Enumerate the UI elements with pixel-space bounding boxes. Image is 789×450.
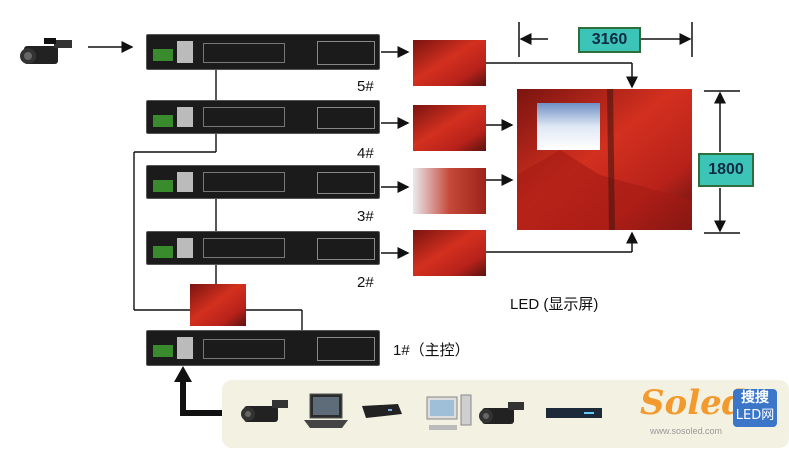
- watermark-badge: 搜搜 LED网: [733, 389, 777, 427]
- camcorder-icon: [20, 38, 72, 64]
- laptop-icon: [304, 393, 348, 428]
- device-label-1: 1#（主控）: [393, 342, 470, 359]
- pip-window: [537, 103, 600, 150]
- height-value: 1800: [698, 153, 754, 187]
- output-arrows: [381, 46, 410, 259]
- device-label-4: 4#: [357, 145, 374, 162]
- watermark-brand: Soled: [640, 383, 746, 423]
- camcorder-icon: [241, 400, 288, 422]
- device-label-5: 5#: [357, 78, 374, 95]
- height-dimension: [704, 90, 740, 234]
- camcorder-icon: [479, 402, 524, 424]
- processor-5: [146, 34, 380, 70]
- source-feed-arrow: [180, 380, 222, 416]
- tile-5: [413, 40, 486, 86]
- processor-3: [146, 165, 380, 199]
- cascade-lines: [133, 70, 303, 331]
- processor-1-master: [146, 330, 380, 366]
- watermark-brand-cn: 搜搜: [741, 390, 769, 406]
- watermark-brand-sub: LED网: [735, 408, 775, 423]
- tile-main: [190, 284, 246, 326]
- width-value: 3160: [578, 27, 641, 53]
- processor-4: [146, 100, 380, 134]
- tile-2: [413, 230, 486, 276]
- device-label-2: 2#: [357, 274, 374, 291]
- set-top-box-icon: [362, 404, 402, 418]
- tile-4: [413, 105, 486, 151]
- watermark-url: www.sosoled.com: [650, 426, 723, 436]
- tile-3: [413, 168, 486, 214]
- led-screen-label: LED (显示屏): [510, 296, 599, 313]
- device-label-3: 3#: [357, 208, 374, 225]
- dvd-player-icon: [546, 408, 602, 418]
- desktop-pc-icon: [426, 394, 472, 430]
- width-dimension: [518, 22, 693, 57]
- tile-to-screen-arrows: [486, 62, 638, 253]
- processor-2: [146, 231, 380, 265]
